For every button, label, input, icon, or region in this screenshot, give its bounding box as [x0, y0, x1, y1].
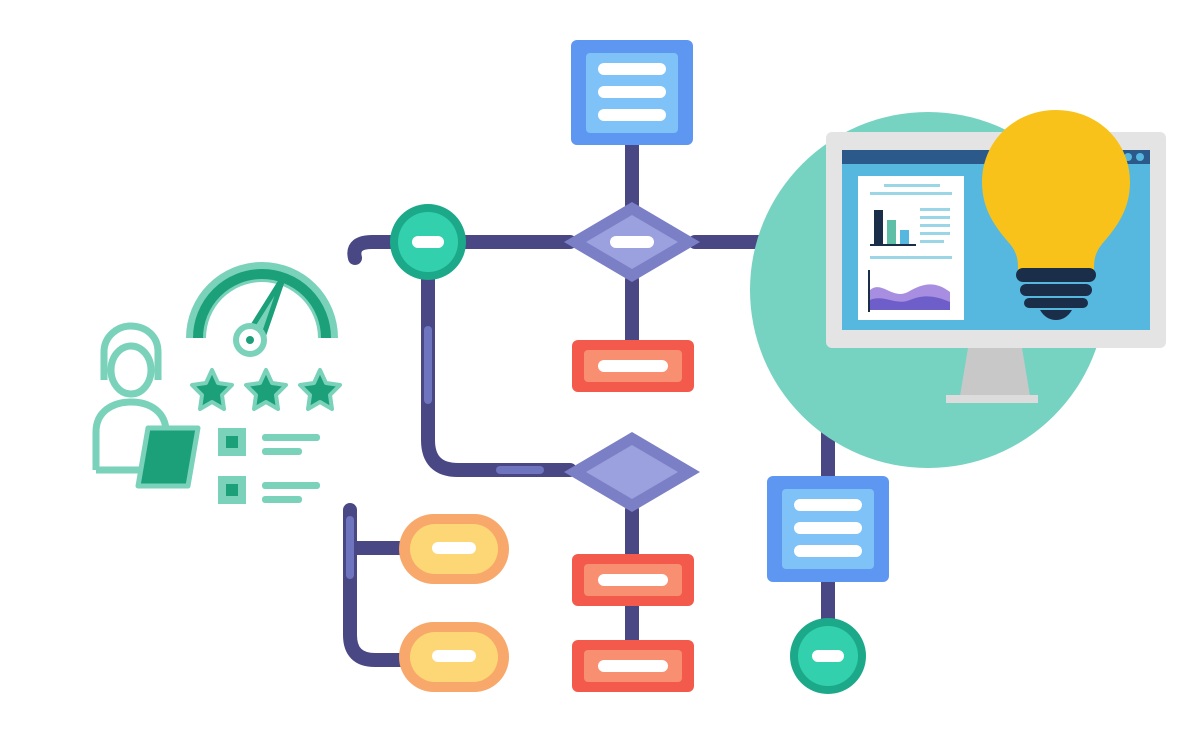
connector-highlights [346, 326, 544, 579]
star-icon [244, 368, 288, 411]
terminal-start [390, 204, 466, 280]
checklist [218, 428, 320, 504]
connector-pill-bottom [343, 503, 412, 667]
process-block-top [571, 40, 693, 145]
monitor-stand [960, 348, 1030, 396]
pill-node-2 [399, 622, 509, 692]
tablet-icon [135, 425, 201, 489]
terminal-end [790, 618, 866, 694]
lightbulb-icon [982, 110, 1130, 320]
output-block-1 [572, 340, 694, 392]
connector-left-stub [347, 235, 402, 265]
bar-chart-icon [870, 210, 916, 246]
connector-branch-down [421, 263, 577, 477]
decision-diamond-bottom [564, 432, 700, 512]
wave-chart-icon [868, 270, 950, 312]
monitor-icon [826, 110, 1166, 403]
person-review-icon [92, 262, 342, 504]
process-block-right [767, 476, 889, 582]
star-rating [190, 368, 342, 411]
output-block-3 [572, 640, 694, 692]
decision-diamond-top [564, 202, 700, 282]
star-icon [298, 368, 342, 411]
screen-document [858, 176, 964, 320]
output-block-2 [572, 554, 694, 606]
gauge-icon [186, 262, 338, 357]
star-icon [190, 368, 234, 411]
monitor-base [946, 395, 1038, 403]
pill-node-1 [399, 514, 509, 584]
person-figure [92, 322, 170, 474]
